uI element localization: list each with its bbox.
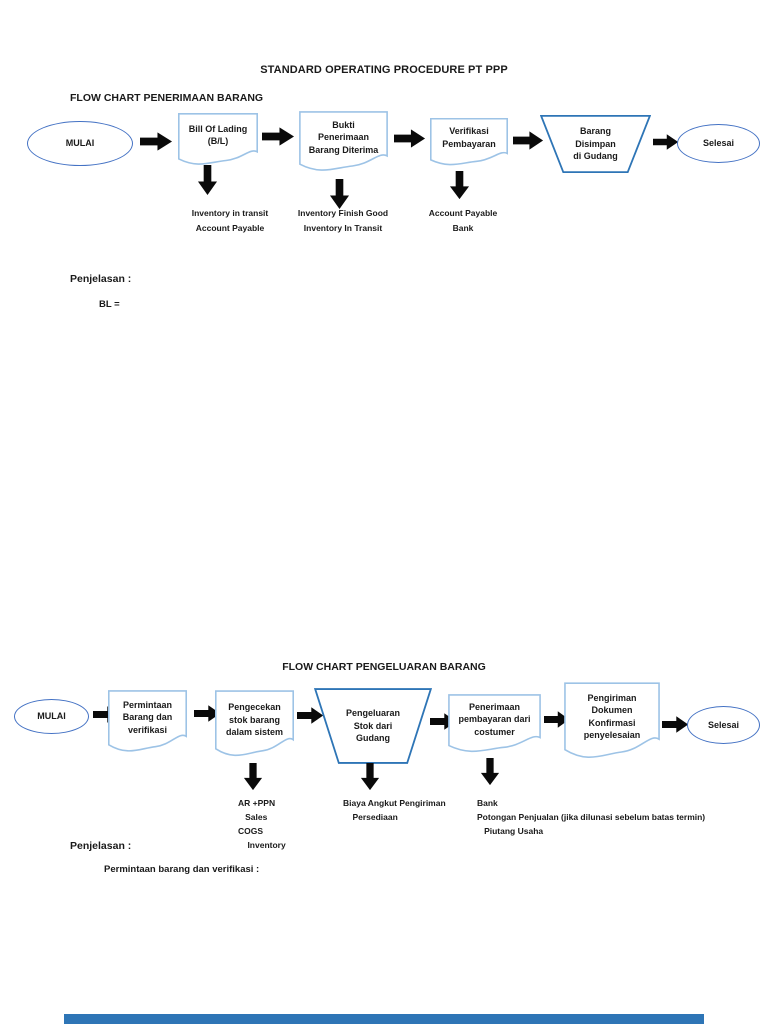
chart1-explanation-label: Penjelasan :: [70, 273, 132, 285]
chart2-explanation-item: Permintaan barang dan verifikasi :: [104, 864, 260, 875]
footer-page-divider: [64, 1014, 704, 1024]
flow-node-label: Selesai: [707, 719, 740, 730]
flow-node-bukti-penerimaan: Bukti Penerimaan Barang Diterima: [299, 111, 388, 177]
flow-node-pengeluaran: Pengeluaran Stok dari Gudang: [314, 688, 432, 764]
flow-node-label: Bukti Penerimaan Barang Diterima: [308, 119, 379, 155]
flow-arrow-right-icon: [297, 706, 324, 725]
chart2-heading: FLOW CHART PENGELUARAN BARANG: [282, 661, 486, 673]
flow-node-mulai-2: MULAI: [14, 699, 89, 734]
note-penerimaan: Bank Potongan Penjualan (jika dilunasi s…: [477, 798, 706, 836]
trapezoid-shape-icon: [314, 688, 432, 764]
flow-node-label: Penerimaan pembayaran dari costumer: [458, 701, 531, 737]
flow-arrow-down-icon: [449, 171, 470, 200]
flow-node-label: Pengiriman Dokumen Konfirmasi penyelesai…: [583, 692, 641, 741]
flow-node-selesai-2: Selesai: [687, 706, 760, 744]
document-shape-icon: [108, 690, 187, 758]
document-shape-icon: [448, 694, 541, 758]
flow-arrow-down-icon: [480, 758, 500, 786]
flow-arrow-right-icon: [262, 126, 295, 147]
flow-node-mulai-1: MULAI: [27, 121, 133, 166]
flow-arrow-down-icon: [197, 165, 218, 196]
chart1-heading: FLOW CHART PENERIMAAN BARANG: [70, 92, 264, 104]
flow-node-barang-disimpan: Barang Disimpan di Gudang: [540, 115, 651, 173]
flow-node-permintaan: Permintaan Barang dan verifikasi: [108, 690, 187, 758]
chart2-explanation-label: Penjelasan :: [70, 840, 132, 852]
note-pengecekan: AR +PPN Sales COGS Inventory: [238, 798, 286, 850]
flow-node-label: Verifikasi Pembayaran: [442, 126, 496, 149]
note-pengeluaran: Biaya Angkut Pengiriman Persediaan: [343, 798, 446, 822]
document-shape-icon: [564, 682, 660, 766]
flow-arrow-right-icon: [653, 133, 679, 151]
chart1-explanation-item: BL =: [99, 299, 120, 310]
flow-node-label: Pengecekan stok barang dalam sistem: [225, 702, 284, 738]
flow-node-selesai-1: Selesai: [677, 124, 760, 163]
flow-arrow-right-icon: [394, 128, 426, 149]
flow-node-label: Pengeluaran Stok dari Gudang: [345, 708, 401, 744]
flow-arrow-right-icon: [544, 710, 570, 729]
flow-arrow-down-icon: [360, 763, 380, 791]
flow-arrow-right-icon: [513, 130, 544, 151]
document-shape-icon: [299, 111, 388, 177]
flow-node-label: Permintaan Barang dan verifikasi: [122, 699, 173, 735]
flow-node-pengiriman: Pengiriman Dokumen Konfirmasi penyelesai…: [564, 682, 660, 766]
note-verifikasi: Account Payable Bank: [428, 208, 498, 233]
flow-arrow-down-icon: [329, 179, 350, 210]
document-shape-icon: [430, 118, 508, 170]
flow-node-label: MULAI: [65, 138, 95, 149]
document-shape-icon: [178, 113, 258, 170]
flow-node-penerimaan: Penerimaan pembayaran dari costumer: [448, 694, 541, 758]
flow-node-label: Selesai: [702, 138, 735, 149]
flow-arrow-right-icon: [662, 715, 689, 734]
document-shape-icon: [215, 690, 294, 763]
flow-node-bill-of-lading: Bill Of Lading (B/L): [178, 113, 258, 170]
note-bukti-penerimaan: Inventory Finish Good Inventory In Trans…: [297, 208, 389, 233]
flow-node-label: Barang Disimpan di Gudang: [573, 126, 618, 162]
flow-arrow-right-icon: [140, 131, 173, 152]
flow-node-label: Bill Of Lading (B/L): [188, 123, 248, 147]
page-title: STANDARD OPERATING PROCEDURE PT PPP: [260, 64, 508, 76]
flow-arrow-right-icon: [194, 704, 221, 723]
flow-arrow-down-icon: [243, 763, 263, 791]
note-bill-of-lading: Inventory in transit Account Payable: [191, 208, 269, 233]
trapezoid-shape-icon: [540, 115, 651, 173]
flow-node-label: MULAI: [37, 711, 66, 722]
flow-node-pengecekan: Pengecekan stok barang dalam sistem: [215, 690, 294, 763]
flow-node-verifikasi-pembayaran: Verifikasi Pembayaran: [430, 118, 508, 170]
